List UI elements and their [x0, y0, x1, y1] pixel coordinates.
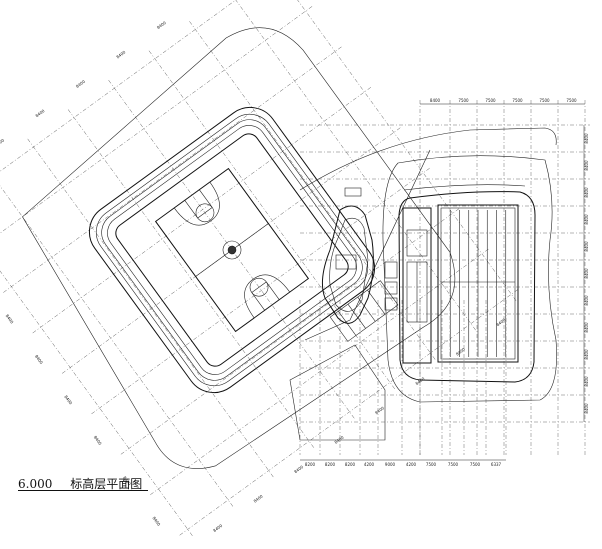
grid-line-left-h — [91, 166, 432, 415]
dim-label-left-side: 8400 — [93, 435, 103, 447]
dim-label-right-bottom: 7500 — [470, 462, 481, 467]
elevation-label: 6.000 — [18, 477, 53, 491]
dim-label-right-bottom: 4200 — [364, 462, 375, 467]
grid-line-left-v — [229, 0, 477, 332]
caption-underline — [18, 490, 148, 491]
grid-line-left-v — [148, 50, 397, 391]
right-inner-building — [398, 191, 536, 383]
dim-label-right-bottom: 7500 — [426, 462, 437, 467]
dim-label-left-top: 8400 — [196, 0, 208, 1]
dim-label-left-side: 8400 — [122, 475, 132, 487]
right-natatorium-plan — [299, 100, 590, 455]
dim-label-right-top: 7500 — [485, 98, 496, 103]
dim-label-right-bottom: 8200 — [305, 462, 316, 467]
dim-label-left-bottom: 8400 — [293, 464, 305, 474]
dim-label-right-side: 8400 — [584, 322, 589, 333]
dim-label-right-side: 8400 — [584, 241, 589, 252]
basketball-court — [154, 167, 310, 333]
seating-bowl-row — [101, 119, 363, 381]
dim-label-right-side: 8400 — [584, 187, 589, 198]
dim-label-left-side: 8400 — [151, 516, 161, 528]
dim-label-right-top: 7500 — [512, 98, 523, 103]
swimming-pool — [437, 204, 519, 363]
grid-line-left-v — [67, 109, 316, 450]
dim-label-right-bottom: 8200 — [325, 462, 336, 467]
left-outer-envelope — [22, 27, 456, 469]
center-ball — [227, 245, 237, 255]
central-lobby — [289, 127, 557, 441]
seating-bowl-inner — [115, 133, 349, 367]
dim-label-right-side: 8400 — [584, 295, 589, 306]
right-outer-envelope — [382, 155, 557, 403]
dim-label-left-bottom: 8400 — [455, 346, 467, 356]
dim-label-right-top: 8400 — [430, 98, 441, 103]
grid-line-left-h — [0, 5, 314, 253]
dim-label-left-bottom: 8400 — [495, 317, 507, 327]
grid-line-left-v — [270, 0, 518, 303]
right-dim-bottom: 8200 8200 8200 4200 9000 4200 7500 7500 7500 6337 — [300, 459, 506, 467]
plan-title: 标高层平面图 — [70, 477, 143, 491]
seating-bowl-mid — [95, 113, 369, 387]
drawing-caption: 6.000 标高层平面图 — [18, 475, 142, 492]
dim-label-left-side: 8400 — [34, 354, 44, 366]
dim-label-left-top: 8400 — [34, 108, 46, 118]
dim-label-left-bottom: 8400 — [212, 523, 224, 533]
dim-label-right-side: 8400 — [584, 160, 589, 171]
dim-label-left-top: 8400 — [0, 137, 5, 147]
dim-label-right-bottom: 6337 — [491, 462, 502, 467]
dim-label-right-bottom: 4200 — [406, 462, 417, 467]
dim-label-right-bottom: 9000 — [385, 462, 396, 467]
dim-label-right-side: 8400 — [584, 268, 589, 279]
right-grid — [299, 100, 590, 455]
dim-label-left-side: 8400 — [63, 394, 73, 406]
seating-bowl-row2 — [107, 125, 357, 375]
dim-label-left-top: 8400 — [75, 79, 87, 89]
grid-line-left-h — [120, 207, 461, 455]
dim-label-left-bottom: 8400 — [253, 493, 265, 503]
dim-label-right-side: 8400 — [584, 403, 589, 414]
dim-label-right-side: 8400 — [584, 214, 589, 225]
grid-line-left-v — [189, 21, 437, 362]
dim-label-left-top: 8400 — [115, 49, 127, 59]
dim-label-right-side: 8400 — [584, 376, 589, 387]
dim-label-left-top: 8400 — [156, 20, 168, 30]
side-seating — [384, 207, 432, 364]
dim-label-right-top: 7500 — [566, 98, 577, 103]
dim-label-right-top: 7500 — [458, 98, 469, 103]
dim-label-right-side: 8400 — [584, 133, 589, 144]
dim-label-left-bottom: 8400 — [374, 405, 386, 415]
dim-label-right-side: 8400 — [584, 349, 589, 360]
right-dim-top: 8400 7500 7500 7500 7500 7500 — [420, 98, 585, 105]
right-dim-right: 8400 8400 8400 8400 8400 8400 8400 8400 8400 8400… — [583, 125, 589, 422]
dim-label-right-bottom: 7500 — [448, 462, 459, 467]
dim-label-right-bottom: 8200 — [345, 462, 356, 467]
grid-line-left-h — [150, 247, 491, 495]
dim-label-left-side: 8400 — [5, 313, 15, 325]
entrance-block — [329, 280, 399, 342]
dim-label-right-top: 7500 — [539, 98, 550, 103]
seating-bowl-outer — [88, 106, 376, 394]
